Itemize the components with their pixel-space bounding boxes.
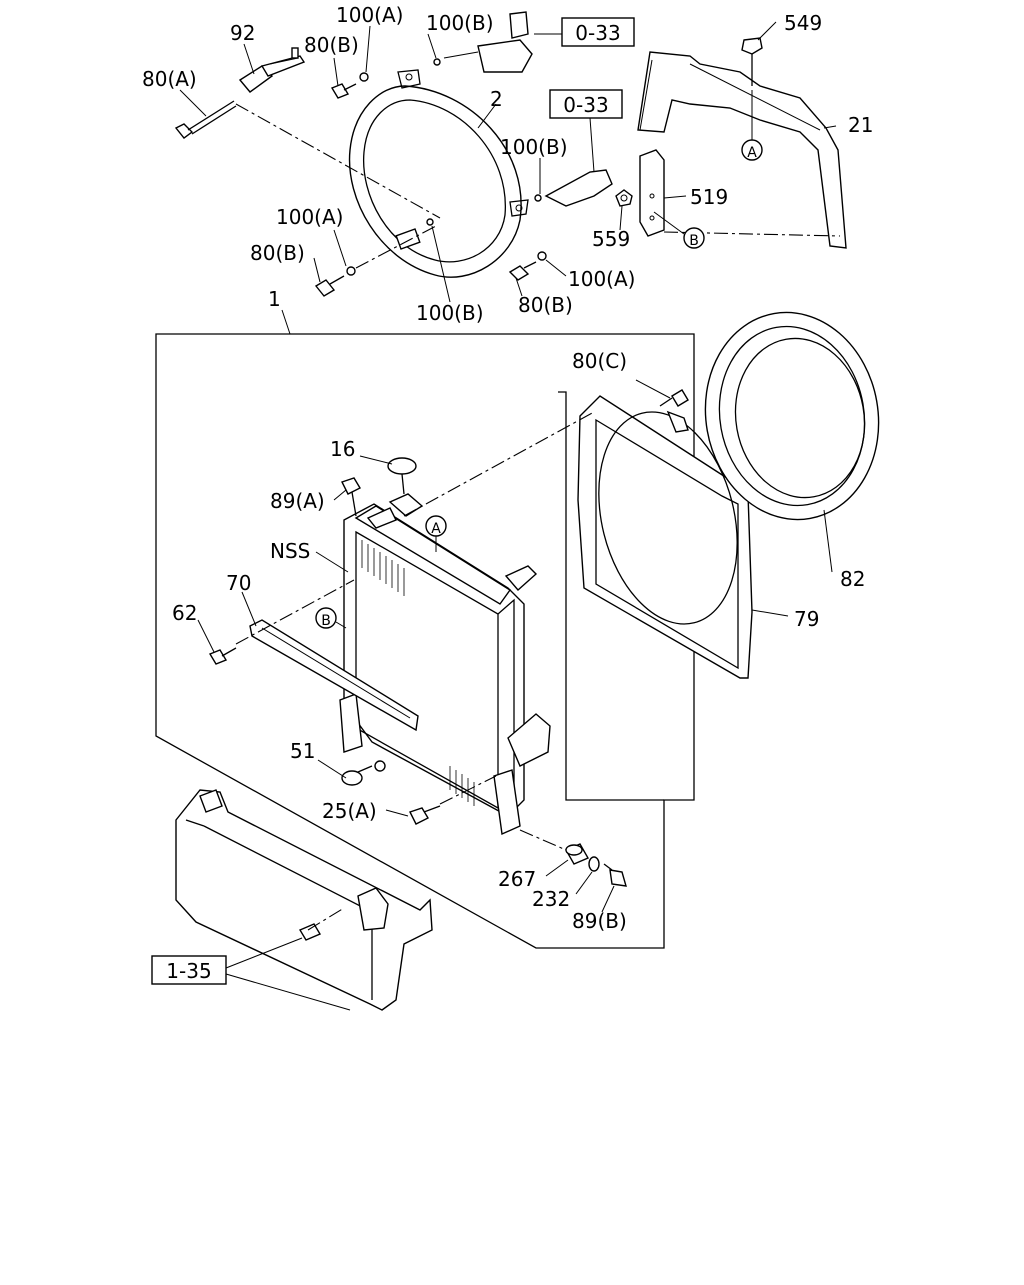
deflector-21 (637, 51, 847, 249)
nut-559 (615, 189, 633, 207)
bolt-80b-top (330, 72, 369, 99)
intercooler (175, 789, 433, 1011)
svg-text:B: B (321, 613, 331, 629)
bracket-92 (238, 47, 306, 93)
ring-82 (704, 311, 880, 521)
radiator-cap-16 (387, 457, 417, 495)
fan-shroud-ring (348, 69, 529, 278)
marker-b-top: B (653, 211, 705, 249)
ref-033-mid: 0-33 (563, 93, 608, 117)
label-100b-mid: 100(B) (500, 135, 568, 159)
leaders-main (197, 379, 833, 913)
label-100a-left: 100(A) (276, 205, 343, 229)
label-559: 559 (592, 227, 630, 251)
label-232: 232 (532, 887, 570, 911)
bolt-25a (409, 805, 441, 825)
drain-cock-51 (341, 760, 386, 786)
bar-70 (249, 619, 419, 732)
label-80a: 80(A) (142, 67, 197, 91)
ref-135: 1-35 (166, 959, 211, 983)
radiator-core (339, 493, 551, 836)
label-80c: 80(C) (572, 349, 627, 373)
label-549: 549 (784, 11, 822, 35)
svg-text:B: B (689, 233, 699, 249)
marker-b-mid: B (315, 607, 347, 629)
ref-box-033-top (561, 17, 635, 47)
label-89b: 89(B) (572, 909, 627, 933)
group-boundary-inner (558, 391, 664, 801)
clip-100b-bottom (426, 218, 434, 226)
bolt-89b (603, 863, 627, 887)
label-62: 62 (172, 601, 197, 625)
label-nss: NSS (270, 539, 310, 563)
washer-232 (588, 856, 600, 872)
label-80b-left: 80(B) (250, 241, 305, 265)
marker-a-mid: A (425, 515, 447, 552)
label-100a-top: 100(A) (336, 3, 403, 27)
bracket-middle (534, 117, 613, 207)
svg-text:A: A (431, 521, 441, 537)
bracket-519 (639, 149, 665, 237)
ref-box-033-mid (549, 89, 623, 119)
label-267: 267 (498, 867, 536, 891)
bolt-80a (174, 100, 237, 139)
label-51: 51 (290, 739, 315, 763)
label-21: 21 (848, 113, 873, 137)
label-25a: 25(A) (322, 799, 377, 823)
bolt-80c (659, 389, 689, 407)
group-boundary (155, 333, 695, 949)
label-100a-right: 100(A) (568, 267, 635, 291)
label-100b-bottom: 100(B) (416, 301, 484, 325)
marker-a-top: A (741, 90, 763, 161)
spacer-267 (565, 843, 589, 865)
bolt-62 (208, 647, 237, 665)
bracket-top (433, 11, 533, 73)
bolt-80b-right (508, 251, 547, 281)
clip-549 (741, 37, 763, 86)
label-100b-top: 100(B) (426, 11, 494, 35)
ref-033-top: 0-33 (575, 21, 620, 45)
label-82: 82 (840, 567, 865, 591)
label-519: 519 (690, 185, 728, 209)
bolt-89a (341, 477, 361, 517)
label-79: 79 (794, 607, 819, 631)
label-1: 1 (268, 287, 281, 311)
label-80b-bottom: 80(B) (518, 293, 573, 317)
label-16: 16 (330, 437, 355, 461)
label-70: 70 (226, 571, 251, 595)
fan-shroud-79 (577, 395, 753, 679)
leaders-top (179, 21, 837, 303)
svg-text:A: A (747, 145, 757, 161)
label-89a: 89(A) (270, 489, 325, 513)
label-92: 92 (230, 21, 255, 45)
label-80b-top: 80(B) (304, 33, 359, 57)
label-2: 2 (490, 87, 503, 111)
bolt-80b-left (314, 266, 356, 297)
ref-box-135 (151, 955, 227, 985)
